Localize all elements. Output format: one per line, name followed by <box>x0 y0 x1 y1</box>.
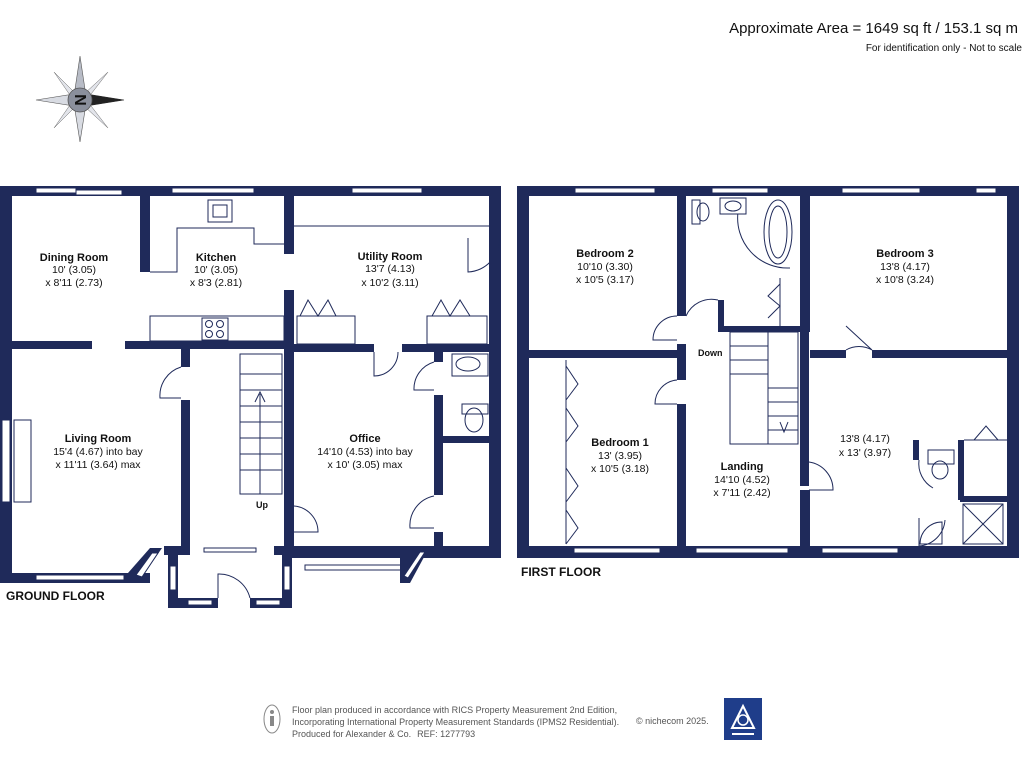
room-living: Living Room 15'4 (4.67) into bay x 11'11… <box>53 433 143 471</box>
kitchen-name: Kitchen <box>196 252 237 264</box>
bedroom-1-dim2: x 10'5 (3.18) <box>591 463 649 475</box>
living-room-name: Living Room <box>65 433 132 445</box>
compass-icon: N <box>35 55 125 143</box>
measurement-icon <box>263 704 281 734</box>
kitchen-dim2: x 8'3 (2.81) <box>190 277 242 289</box>
bedroom-2-dim1: 10'10 (3.30) <box>577 261 633 273</box>
dining-room-dim1: 10' (3.05) <box>52 264 96 276</box>
ground-floor-label: GROUND FLOOR <box>6 589 105 603</box>
bedroom-4-dim2: x 13' (3.97) <box>839 447 891 459</box>
first-floor-label: FIRST FLOOR <box>521 565 601 579</box>
bedroom-3-dim2: x 10'8 (3.24) <box>876 274 934 286</box>
living-room-dim2: x 11'11 (3.64) max <box>55 459 141 471</box>
ground-floor-fixtures <box>149 199 501 599</box>
room-kitchen: Kitchen 10' (3.05) x 8'3 (2.81) <box>190 252 242 289</box>
stairs-up-label: Up <box>256 500 268 510</box>
bedroom-3-name: Bedroom 3 <box>876 248 933 260</box>
office-dim1: 14'10 (4.53) into bay <box>317 446 413 458</box>
footer-line-3: Produced for Alexander & Co. <box>292 729 412 739</box>
bedroom-4-dim1: 13'8 (4.17) <box>840 433 890 445</box>
office-name: Office <box>349 433 380 445</box>
dining-room-dim2: x 8'11 (2.73) <box>45 277 102 289</box>
room-dining: Dining Room 10' (3.05) x 8'11 (2.73) <box>40 252 109 289</box>
agent-logo-icon <box>724 698 762 740</box>
room-bedroom-2: Bedroom 2 10'10 (3.30) x 10'5 (3.17) <box>576 248 634 286</box>
kitchen-dim1: 10' (3.05) <box>194 264 238 276</box>
footer-text: Floor plan produced in accordance with R… <box>292 704 619 740</box>
office-dim2: x 10' (3.05) max <box>328 459 404 471</box>
room-bedroom-4: 13'8 (4.17) x 13' (3.97) <box>839 433 891 459</box>
living-room-dim1: 15'4 (4.67) into bay <box>53 446 143 458</box>
bedroom-3-dim1: 13'8 (4.17) <box>880 261 930 273</box>
ground-floor-windows <box>1 187 430 606</box>
landing-name: Landing <box>721 461 764 473</box>
utility-room-dim1: 13'7 (4.13) <box>365 263 415 275</box>
disclaimer: For identification only - Not to scale <box>865 43 1022 54</box>
room-utility: Utility Room 13'7 (4.13) x 10'2 (3.11) <box>358 251 423 289</box>
bedroom-2-name: Bedroom 2 <box>576 248 633 260</box>
utility-room-dim2: x 10'2 (3.11) <box>361 277 418 289</box>
bedroom-1-name: Bedroom 1 <box>591 437 648 449</box>
landing-dim1: 14'10 (4.52) <box>714 474 770 486</box>
footer-copyright: © nichecom 2025. <box>636 716 709 726</box>
room-office: Office 14'10 (4.53) into bay x 10' (3.05… <box>317 433 413 471</box>
footer-line-2: Incorporating International Property Mea… <box>292 717 620 727</box>
bedroom-2-dim2: x 10'5 (3.17) <box>576 274 634 286</box>
ground-floor-walls <box>0 186 501 608</box>
first-floor-windows <box>573 187 997 554</box>
approximate-area: Approximate Area = 1649 sq ft / 153.1 sq… <box>729 20 1018 37</box>
room-bedroom-1: Bedroom 1 13' (3.95) x 10'5 (3.18) <box>591 437 649 475</box>
dining-room-name: Dining Room <box>40 252 109 264</box>
landing-dim2: x 7'11 (2.42) <box>713 487 770 499</box>
footer-ref: REF: 1277793 <box>417 729 476 739</box>
bedroom-1-dim1: 13' (3.95) <box>598 450 642 462</box>
compass-letter: N <box>73 94 90 106</box>
first-floor-fixtures <box>565 197 1007 547</box>
room-bedroom-3: Bedroom 3 13'8 (4.17) x 10'8 (3.24) <box>876 248 934 286</box>
utility-room-name: Utility Room <box>358 251 423 263</box>
footer-line-1: Floor plan produced in accordance with R… <box>292 705 618 715</box>
stairs-down-label: Down <box>698 348 723 358</box>
room-landing: Landing 14'10 (4.52) x 7'11 (2.42) <box>713 461 770 499</box>
